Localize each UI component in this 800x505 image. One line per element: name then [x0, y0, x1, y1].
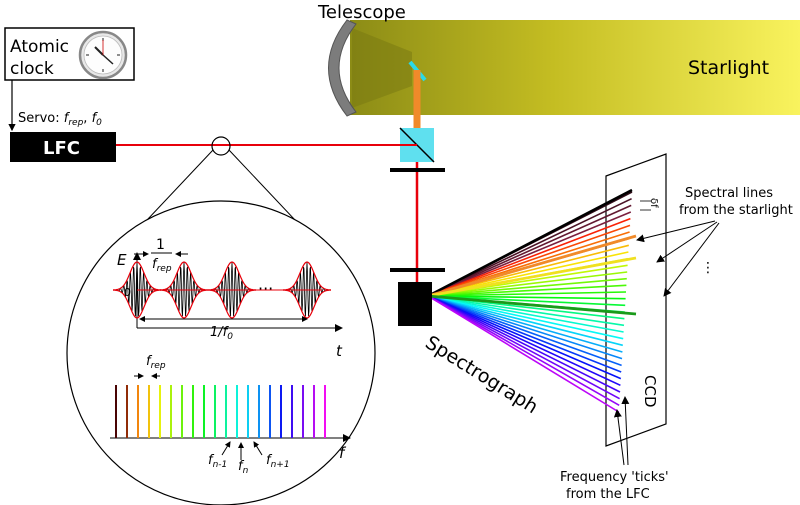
spectral-ray: [427, 291, 627, 297]
spectral-lines-label-line2: from the starlight: [679, 203, 793, 218]
ellipsis: ···: [258, 279, 273, 298]
spectral-ray: [427, 295, 620, 407]
spectral-ray: [427, 284, 627, 297]
stellar-line: [427, 256, 637, 298]
spectral-lines-label-line1: Spectral lines: [685, 186, 773, 201]
spectral-ray: [427, 204, 632, 297]
spectrum-fan: [427, 188, 637, 413]
pulse: [160, 261, 208, 319]
ticks-pointer-1: [613, 409, 625, 466]
spectral-ray: [427, 197, 632, 297]
df-label: δf: [648, 198, 659, 208]
spectral-ray: [427, 295, 620, 413]
spectral-lines-pointer-3: [663, 222, 720, 297]
lfc-box: [10, 132, 116, 162]
spectral-ray-black: [427, 188, 633, 298]
frep-label-pulse: frep: [152, 257, 172, 274]
e-axis-label: E: [117, 251, 127, 269]
magnifier: [66, 136, 376, 505]
ccd-label: CCD: [641, 375, 659, 408]
frequency-ticks-label-line1: Frequency 'ticks': [560, 470, 669, 485]
spectral-ray: [427, 211, 632, 297]
spectral-ray: [427, 295, 623, 353]
spectral-ray: [427, 271, 628, 297]
spectral-ray: [427, 295, 622, 367]
telescope-mirror: [328, 19, 357, 117]
spectral-ray: [427, 295, 621, 393]
spectral-ray: [427, 295, 621, 387]
stellar-line: [427, 294, 637, 316]
spectral-ray: [427, 295, 623, 360]
spectral-ray: [427, 295, 622, 380]
spectral-lines-pointer-2: [656, 221, 718, 263]
telescope-label: Telescope: [317, 2, 406, 23]
frequency-comb-plot: [110, 385, 351, 442]
frequency-ticks-label-line2: from the LFC: [566, 487, 650, 502]
spectral-ray: [427, 295, 620, 400]
ticks-pointer-2: [621, 396, 630, 466]
spectrograph-block: [398, 282, 432, 326]
zero-label: 0: [124, 286, 131, 299]
spectral-ray: [427, 224, 631, 297]
spectral-lines-pointer-1: [636, 220, 716, 243]
pulse-envelopes: [113, 261, 331, 319]
atomic-clock-label-line1: Atomic: [10, 37, 69, 57]
atomic-clock-label-line2: clock: [10, 59, 54, 79]
spectral-ray: [427, 295, 625, 327]
pulse: [208, 261, 256, 319]
fn-label: fn: [238, 459, 249, 476]
starlight-label: Starlight: [688, 57, 769, 79]
servo-label: Servo: frep, f0: [18, 111, 102, 128]
spectral-ray: [427, 295, 624, 340]
fn-plus-1-pointer: [253, 441, 263, 456]
frep-label-comb: frep: [146, 354, 166, 371]
comb-lines: [115, 385, 326, 438]
vertical-dots: ⋮: [701, 260, 715, 276]
spectral-ray: [427, 295, 623, 347]
spectral-ray: [427, 217, 631, 297]
stellar-line: [427, 234, 637, 298]
f-axis-label: f: [339, 444, 347, 462]
fn-minus-1-pointer: [221, 441, 231, 456]
one-over-f0-label: 1/f0: [210, 325, 233, 342]
pulse-train-plot: [113, 252, 343, 332]
lfc-label: LFC: [43, 138, 80, 159]
clock-icon: [78, 30, 128, 80]
ccd-plane: [605, 153, 667, 447]
one-label: 1: [156, 237, 165, 253]
spectral-ray: [427, 277, 627, 297]
pulse: [113, 261, 161, 319]
t-axis-label: t: [336, 342, 343, 360]
starlight-beam: [350, 20, 800, 115]
spectral-ray: [427, 295, 624, 333]
fn-plus-1-label: fn+1: [266, 453, 290, 470]
spectral-ray: [427, 295, 626, 300]
spectral-ray: [427, 295, 622, 373]
fn-minus-1-label: fn-1: [208, 453, 227, 470]
